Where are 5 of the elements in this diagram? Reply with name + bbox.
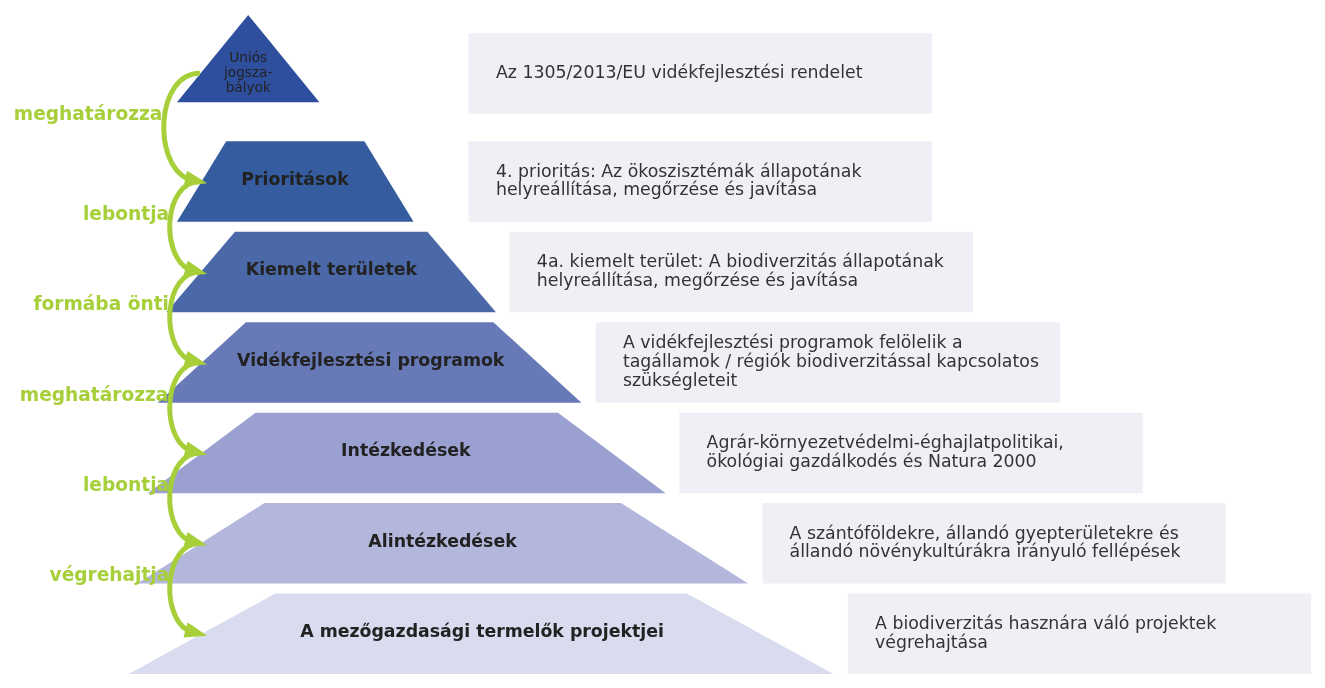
edge-label: végrehajtja (49, 563, 170, 585)
edge-label: meghatározza (13, 102, 163, 124)
edge-label: formába önti (33, 292, 169, 314)
edge-label: lebontja (83, 473, 170, 495)
edge-label: lebontja (83, 202, 170, 224)
